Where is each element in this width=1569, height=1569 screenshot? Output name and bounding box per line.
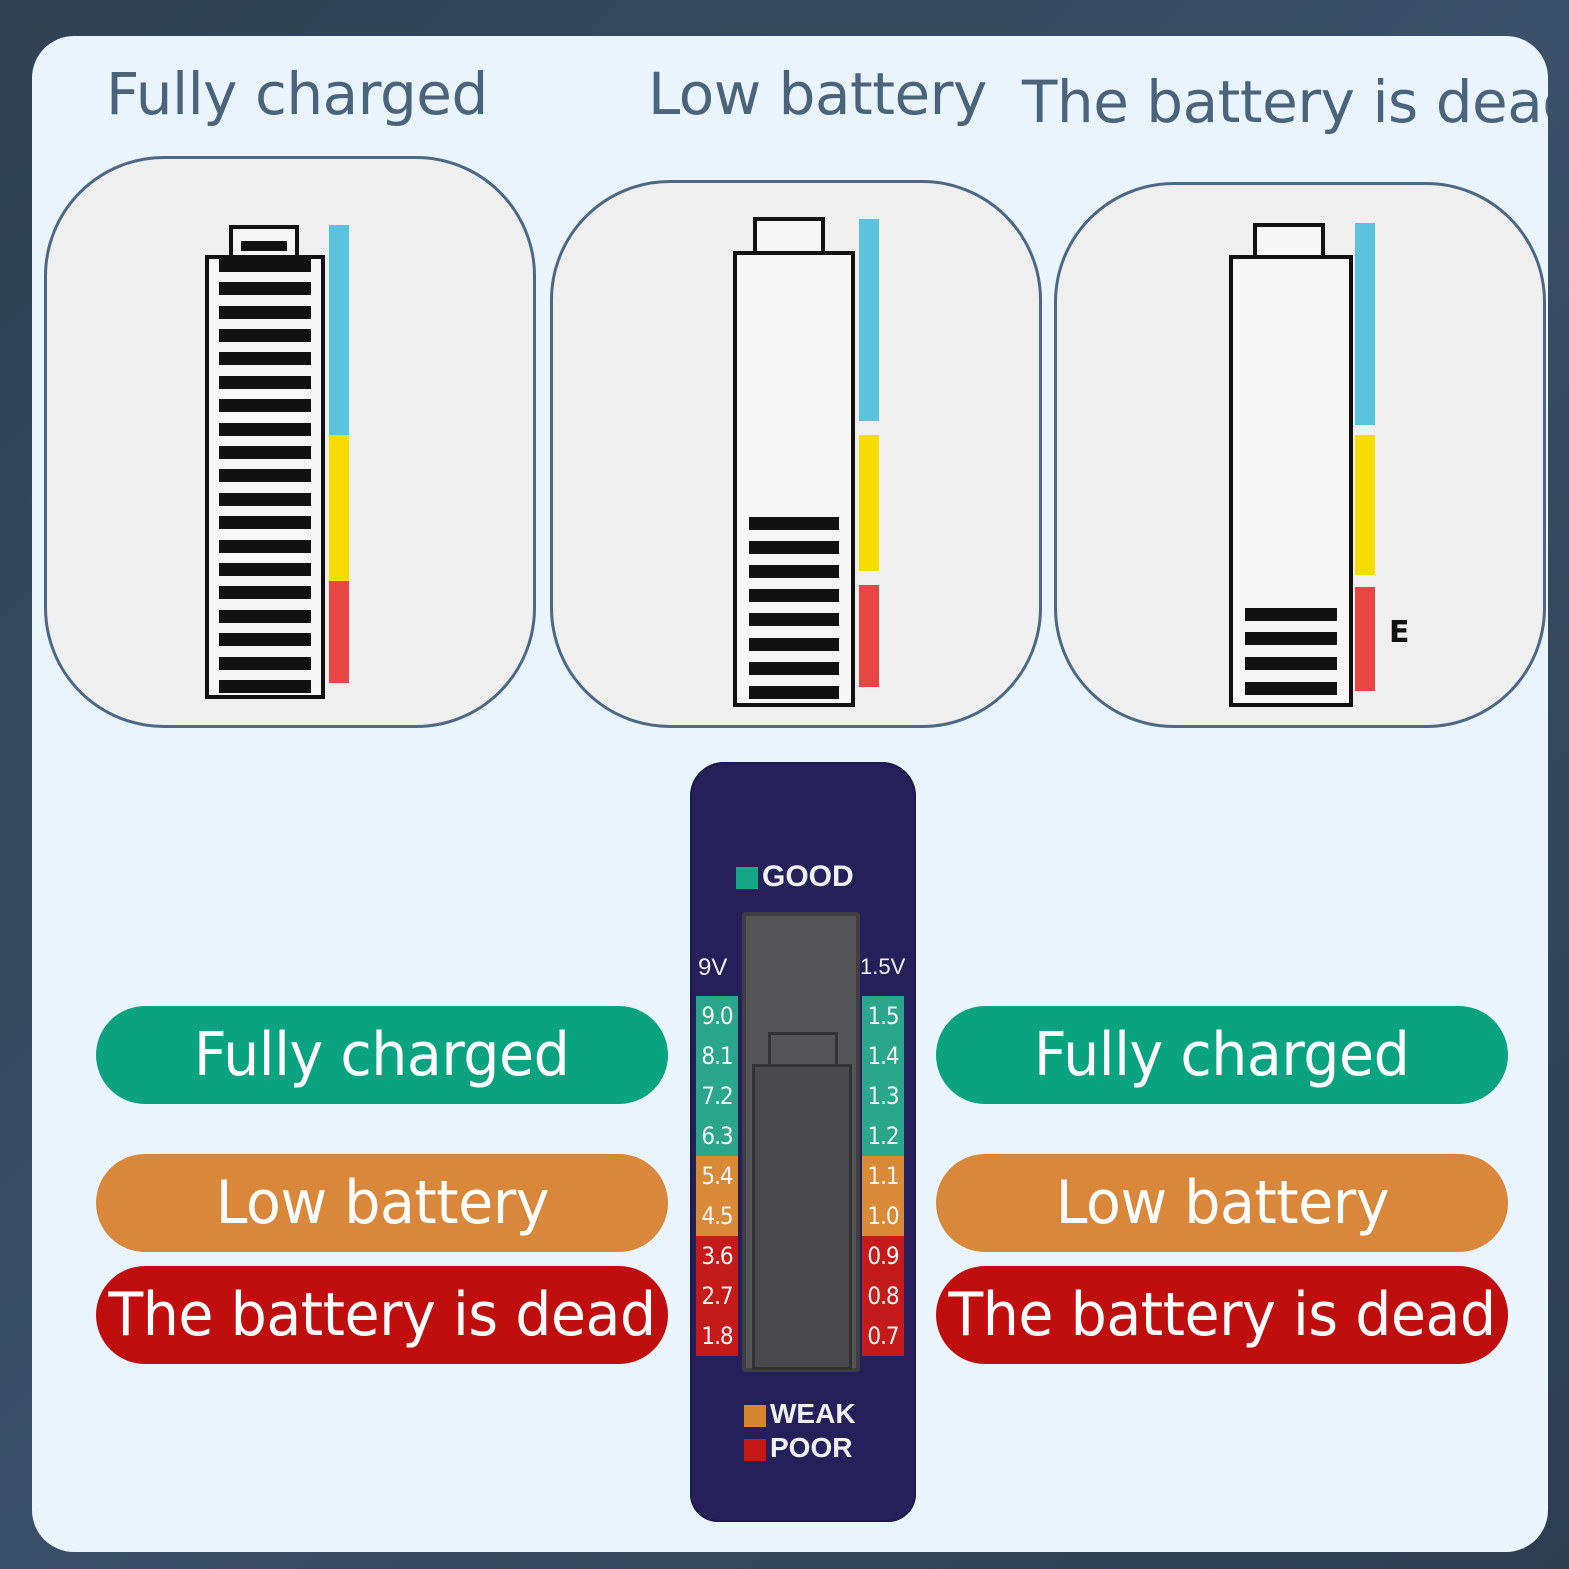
voltage-cell: 3.6 xyxy=(696,1236,738,1276)
level-bar xyxy=(749,589,839,603)
level-bar xyxy=(219,329,311,342)
level-bar xyxy=(219,586,311,600)
scale-weak xyxy=(1355,435,1375,575)
voltage-cell: 0.8 xyxy=(862,1276,904,1316)
level-bar xyxy=(219,516,311,530)
level-bar xyxy=(219,492,311,506)
voltage-cell: 7.2 xyxy=(696,1076,738,1116)
voltage-cell: 1.2 xyxy=(862,1116,904,1156)
main-card: Fully charged Low battery The battery is… xyxy=(32,36,1548,1552)
label-low-battery-right: Low battery xyxy=(936,1154,1508,1252)
header-1-5v: 1.5V xyxy=(860,954,906,979)
title-battery-dead: The battery is dead xyxy=(1022,68,1548,136)
scale-poor xyxy=(859,585,879,687)
level-bar xyxy=(749,686,839,699)
level-bar xyxy=(749,613,839,627)
level-bar xyxy=(219,680,311,693)
poor-swatch xyxy=(744,1438,766,1461)
scale-weak xyxy=(329,435,349,581)
scale-weak xyxy=(859,435,879,571)
level-bar xyxy=(1245,632,1337,646)
indicator-letter: E xyxy=(1389,615,1410,650)
label-battery-dead-left: The battery is dead xyxy=(96,1266,668,1364)
good-swatch xyxy=(736,867,758,890)
level-bar xyxy=(219,399,311,413)
level-bar xyxy=(1245,682,1337,695)
scale-poor xyxy=(1355,587,1375,691)
level-bar xyxy=(219,609,311,623)
voltage-cell: 0.9 xyxy=(862,1236,904,1276)
label-text: Low battery xyxy=(215,1168,549,1238)
scale-poor xyxy=(329,581,349,683)
poor-text: POOR xyxy=(770,1432,853,1463)
lcd-battery-outline xyxy=(752,1064,852,1370)
battery-cap-bar xyxy=(241,241,287,251)
weak-text: WEAK xyxy=(770,1398,856,1429)
level-bar xyxy=(219,305,311,319)
level-bar xyxy=(219,446,311,459)
level-bar xyxy=(749,637,839,651)
battery-cap xyxy=(1253,223,1325,259)
voltage-cell: 4.5 xyxy=(696,1196,738,1236)
level-bar xyxy=(219,352,311,366)
level-bar xyxy=(219,469,311,483)
level-bar xyxy=(219,282,311,296)
label-text: The battery is dead xyxy=(948,1280,1496,1350)
lcd-battery-cap xyxy=(768,1032,838,1071)
voltage-cell: 2.7 xyxy=(696,1276,738,1316)
good-text: GOOD xyxy=(762,860,854,893)
header-9v: 9V xyxy=(698,954,728,981)
label-text: Low battery xyxy=(1055,1168,1389,1238)
lcd-display xyxy=(742,912,860,1372)
label-text: Fully charged xyxy=(1034,1020,1410,1090)
voltage-cell: 6.3 xyxy=(696,1116,738,1156)
level-bar xyxy=(749,540,839,554)
label-fully-charged-right: Fully charged xyxy=(936,1006,1508,1104)
title-low-battery: Low battery xyxy=(648,60,987,128)
voltage-cell: 5.4 xyxy=(696,1156,738,1196)
level-bar xyxy=(749,516,839,530)
level-bar xyxy=(219,258,311,272)
label-fully-charged-left: Fully charged xyxy=(96,1006,668,1104)
panel-low-battery xyxy=(550,180,1042,728)
scale-good xyxy=(329,225,349,435)
weak-swatch xyxy=(744,1404,766,1427)
voltage-cell: 0.7 xyxy=(862,1316,904,1356)
level-bar xyxy=(219,633,311,647)
level-bar xyxy=(1245,607,1337,621)
level-bar xyxy=(219,422,311,436)
poor-legend: POOR xyxy=(744,1432,852,1464)
scale-good xyxy=(859,219,879,421)
label-low-battery-left: Low battery xyxy=(96,1154,668,1252)
good-legend: GOOD xyxy=(736,860,854,894)
battery-icon xyxy=(733,251,855,707)
voltage-cell: 1.0 xyxy=(862,1196,904,1236)
level-bar xyxy=(749,565,839,578)
level-bar xyxy=(219,375,311,389)
voltage-cell: 1.5 xyxy=(862,996,904,1036)
voltage-cell: 1.1 xyxy=(862,1156,904,1196)
voltage-cell: 1.8 xyxy=(696,1316,738,1356)
voltage-cell: 1.3 xyxy=(862,1076,904,1116)
level-bar xyxy=(219,563,311,576)
level-bar xyxy=(219,656,311,670)
weak-legend: WEAK xyxy=(744,1398,856,1430)
title-fully-charged: Fully charged xyxy=(106,60,488,128)
battery-cap xyxy=(753,217,825,255)
level-bar xyxy=(1245,657,1337,671)
voltage-cell: 8.1 xyxy=(696,1036,738,1076)
scale-good xyxy=(1355,223,1375,425)
panel-fully-charged xyxy=(44,156,536,728)
panel-battery-dead: E xyxy=(1054,182,1546,728)
voltage-cell: 9.0 xyxy=(696,996,738,1036)
level-bar xyxy=(219,539,311,553)
label-text: The battery is dead xyxy=(108,1280,656,1350)
voltage-cell: 1.4 xyxy=(862,1036,904,1076)
label-text: Fully charged xyxy=(194,1020,570,1090)
battery-icon xyxy=(1229,255,1353,707)
label-battery-dead-right: The battery is dead xyxy=(936,1266,1508,1364)
level-bar xyxy=(749,661,839,675)
